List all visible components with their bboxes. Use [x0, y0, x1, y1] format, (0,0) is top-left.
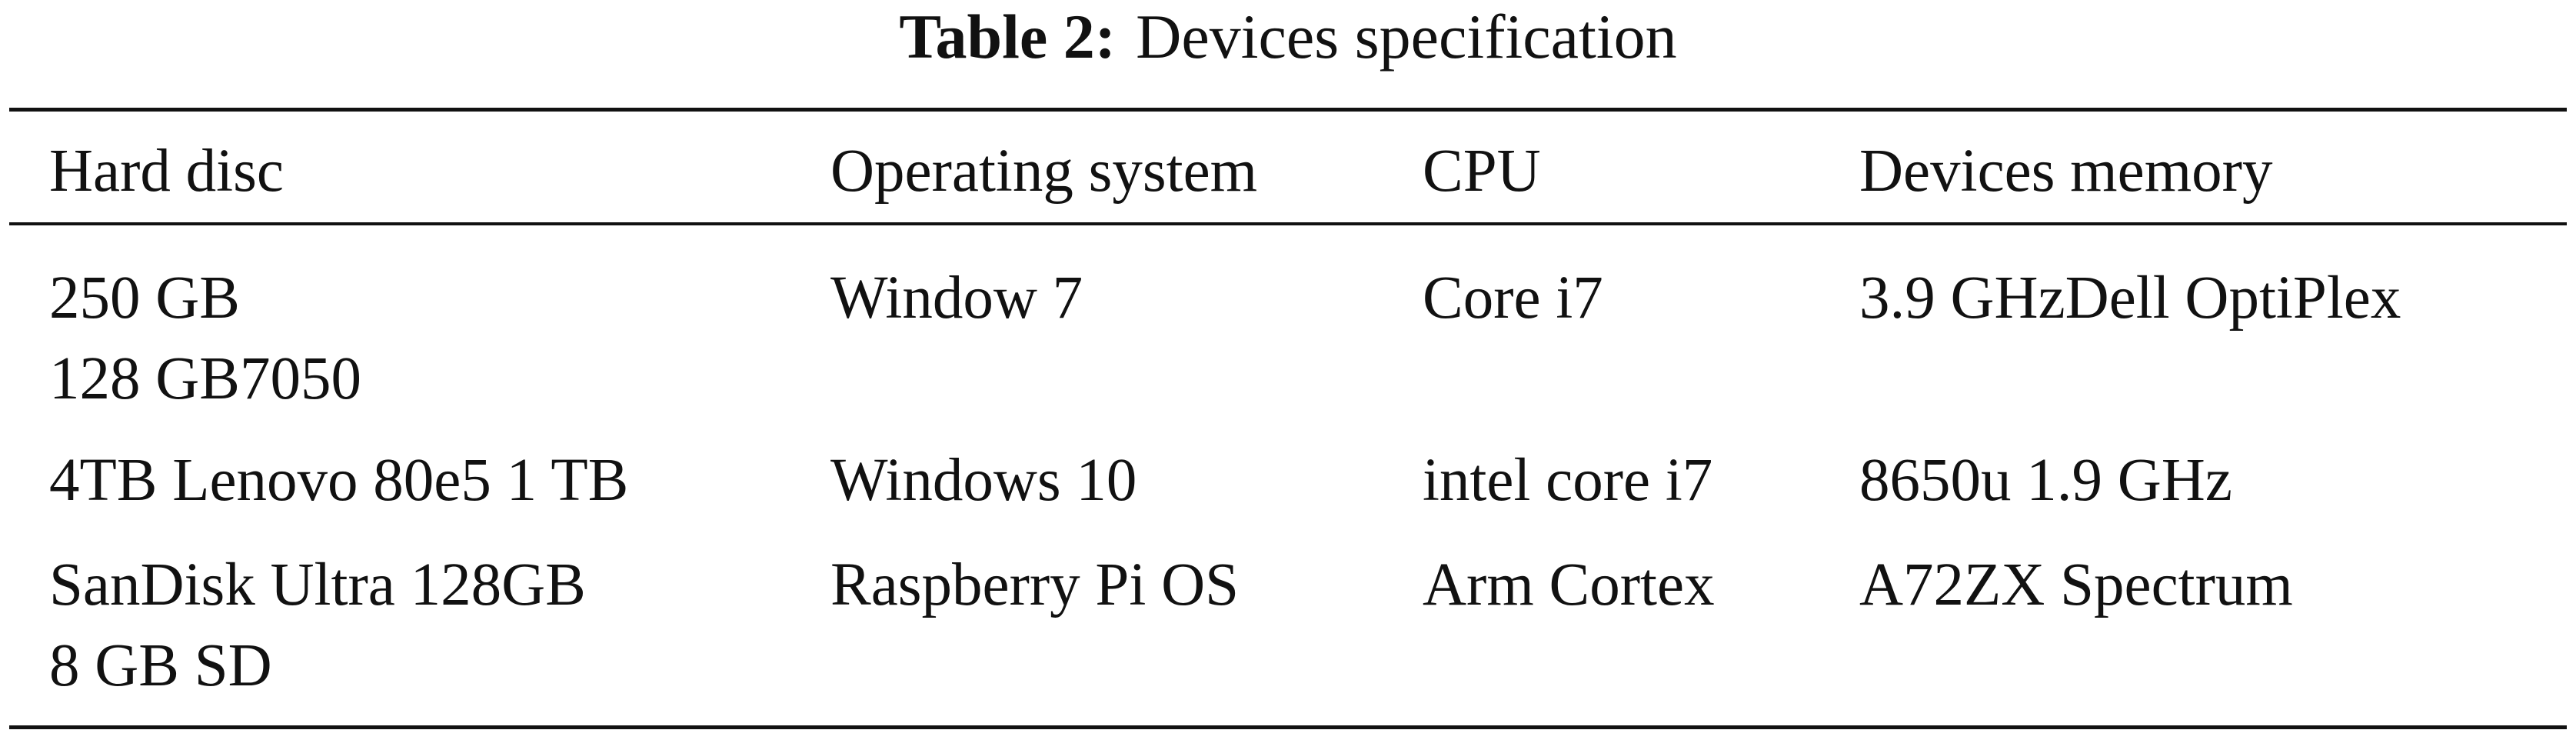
- table-bottom-rule: [9, 725, 2567, 729]
- table-cell: Raspberry Pi OS: [830, 552, 1240, 618]
- table-caption-label: Table 2:: [899, 2, 1117, 72]
- table-caption-text: Devices specification: [1136, 2, 1677, 72]
- header-cpu: CPU: [1423, 138, 1541, 205]
- table-header-rule: [9, 222, 2567, 225]
- table-cell: Windows 10: [830, 447, 1137, 514]
- table-cell: SanDisk Ultra 128GB 8 GB SD: [49, 552, 586, 699]
- table-cell: intel core i7: [1423, 447, 1713, 514]
- table-top-rule: [9, 108, 2567, 112]
- table-cell: 250 GB 128 GB7050: [49, 265, 361, 412]
- table-cell: Arm Cortex: [1423, 552, 1715, 618]
- header-operating-system: Operating system: [830, 138, 1258, 205]
- table-cell: 8650u 1.9 GHz: [1859, 447, 2232, 514]
- header-hard-disc: Hard disc: [49, 138, 284, 205]
- header-devices-memory: Devices memory: [1859, 138, 2273, 205]
- table-caption: Table 2: Devices specification: [0, 2, 2576, 72]
- table-cell: A72ZX Spectrum: [1859, 552, 2293, 618]
- table-cell: 4TB Lenovo 80e5 1 TB: [49, 447, 629, 514]
- table-cell: 3.9 GHzDell OptiPlex: [1859, 265, 2401, 332]
- table-cell: Window 7: [830, 265, 1083, 332]
- table-cell: Core i7: [1423, 265, 1603, 332]
